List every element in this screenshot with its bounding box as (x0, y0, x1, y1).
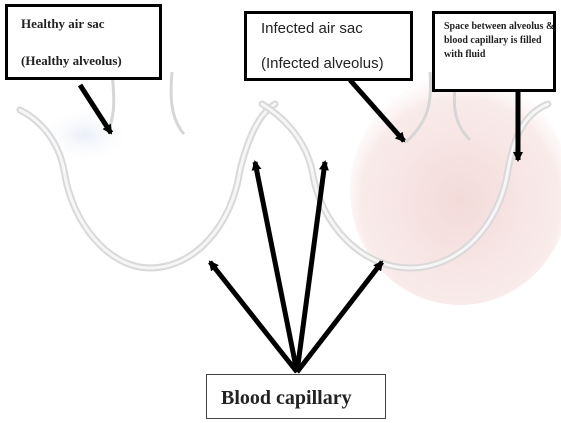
blood-capillary-text: Blood capillary (221, 387, 352, 410)
blood-capillary-label: Blood capillary (206, 374, 386, 419)
healthy-subtitle: (Healthy alveolus) (21, 53, 122, 69)
fluid-space-note: Space between alveolus & blood capillary… (444, 20, 556, 62)
healthy-title: Healthy air sac (21, 16, 105, 32)
arrow-capillary-2 (255, 162, 297, 372)
infected-air-sac-label: Infected air sac (Infected alveolus) (244, 11, 413, 81)
healthy-alveolus (20, 72, 275, 268)
healthy-air-sac-label: Healthy air sac (Healthy alveolus) (5, 4, 162, 80)
fluid-space-label: Space between alveolus & blood capillary… (432, 11, 556, 92)
infected-subtitle: (Infected alveolus) (261, 55, 384, 72)
infected-title: Infected air sac (261, 20, 363, 37)
